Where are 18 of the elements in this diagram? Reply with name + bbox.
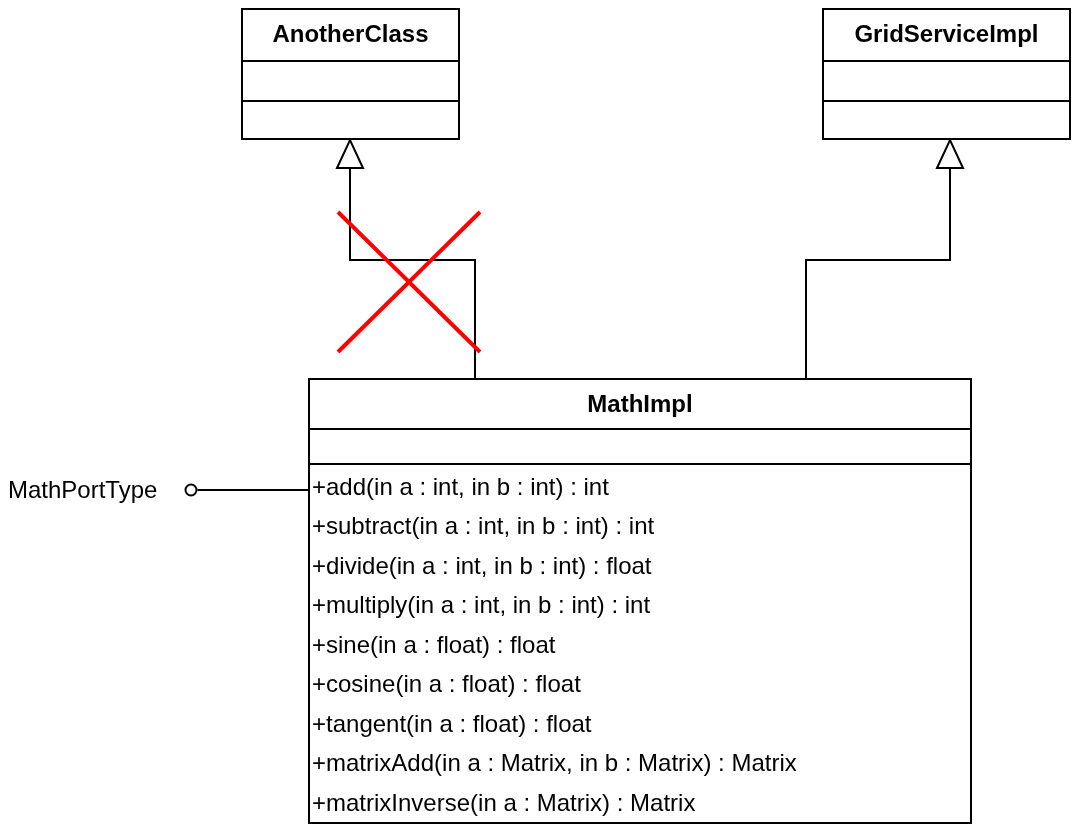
class-method: +divide(in a : int, in b : int) : float: [311, 550, 653, 581]
generalization-arrow: [336, 139, 476, 379]
class-method: +matrixAdd(in a : Matrix, in b : Matrix) : Matrix: [311, 748, 798, 778]
generalization-arrow: [805, 139, 964, 379]
class-method: +multiply(in a : int, in b : int) : int: [311, 590, 652, 620]
class-box: [822, 8, 1071, 140]
class-method: +matrixInverse(in a : Matrix) : Matrix: [311, 787, 697, 818]
class-method: +subtract(in a : int, in b : int) : int: [311, 511, 656, 541]
class-name: GridServiceImpl: [853, 19, 1040, 49]
class-method: +sine(in a : float) : float: [311, 629, 557, 660]
class-name: MathImpl: [586, 389, 694, 419]
class-box: [308, 378, 972, 824]
class-method: +add(in a : int, in b : int) : int: [311, 471, 610, 502]
class-box: [241, 8, 460, 140]
class-method: +cosine(in a : float) : float: [311, 669, 582, 699]
class-name: AnotherClass: [271, 19, 430, 49]
class-method: +tangent(in a : float) : float: [311, 708, 593, 739]
interface-name: MathPortType: [8, 476, 158, 504]
